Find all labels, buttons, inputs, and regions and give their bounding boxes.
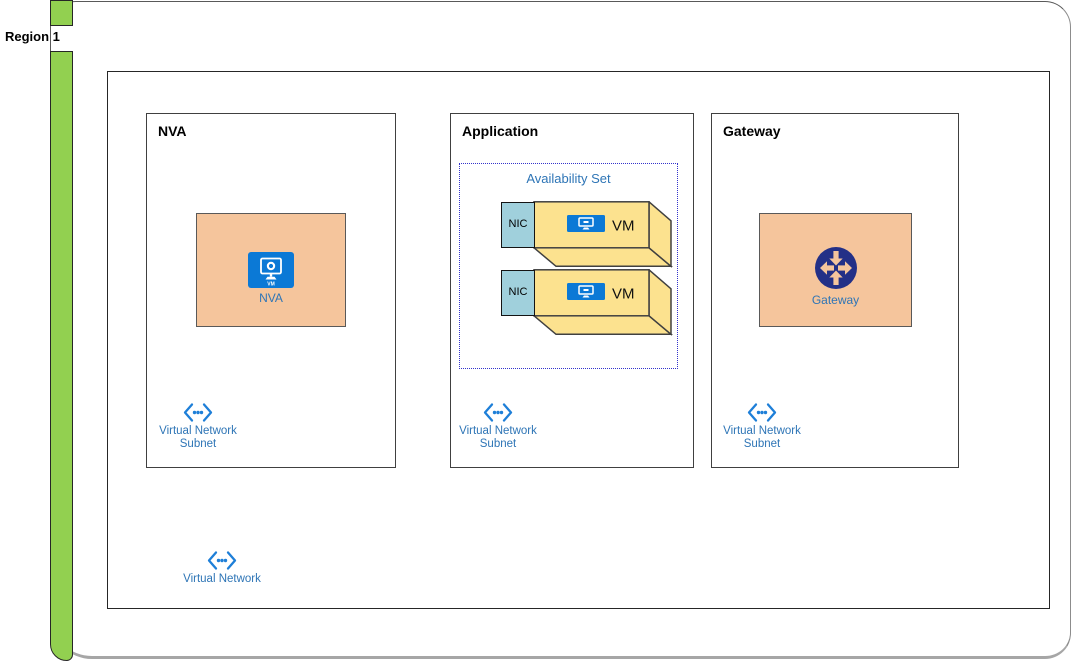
nva-resource-rect: VM NVA [196,213,346,327]
gateway-subnet-title: Gateway [723,123,781,139]
vm-2-nic: NIC [501,270,535,316]
angle-brackets-dots-icon [206,550,238,571]
angle-brackets-dots-icon [746,402,778,423]
vm-monitor-icon [567,283,605,300]
vm-2: VM NIC [501,269,673,336]
region-accent-bar-top [50,0,73,26]
vm-1-label: VM [612,218,635,235]
availability-set-label: Availability Set [460,171,677,186]
vm-1: VM NIC [501,201,673,268]
gateway-resource-label: Gateway [812,293,859,307]
angle-brackets-dots-icon [482,402,514,423]
virtual-network-label: Virtual Network [162,550,282,586]
region-label: Region 1 [5,29,71,44]
gateway-subnet-label: Virtual Network Subnet [702,402,822,450]
nva-subnet-label: Virtual Network Subnet [138,402,258,450]
vm-badge-text: VM [267,282,275,288]
nva-subnet-title: NVA [158,123,187,139]
angle-brackets-dots-icon [182,402,214,423]
nva-resource-label: NVA [259,291,283,305]
region-accent-bar [50,51,73,661]
vm-monitor-icon: VM [248,252,294,288]
vm-monitor-icon [567,215,605,232]
gateway-arrows-icon [814,246,858,290]
vm-2-label: VM [612,286,635,303]
vm-1-nic: NIC [501,202,535,248]
gateway-resource-rect: Gateway [759,213,912,327]
application-subnet-label: Virtual Network Subnet [438,402,558,450]
application-subnet-title: Application [462,123,538,139]
